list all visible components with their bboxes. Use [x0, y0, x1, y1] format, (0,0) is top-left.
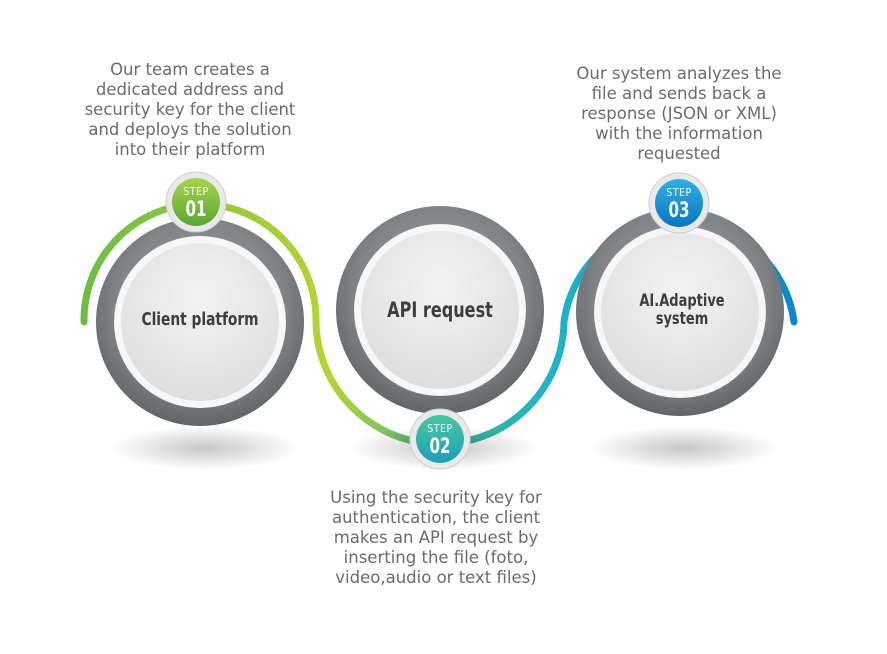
step-02-step-label: STEP — [427, 423, 453, 435]
step-02-title: API request — [387, 298, 493, 322]
step-03-step-label: STEP — [666, 187, 692, 199]
step-01-badge-shape — [165, 171, 227, 233]
step-03-badge-shape — [648, 172, 710, 234]
step-01-title: Client platform — [141, 309, 259, 330]
step-03-number: 03 — [668, 198, 690, 222]
api-request-circle — [336, 206, 544, 470]
step-02-badge-shape — [409, 408, 471, 470]
step-01-number: 01 — [185, 197, 207, 221]
step-03-badge: STEP 03 — [649, 173, 709, 233]
step-02-badge: STEP 02 — [410, 409, 470, 469]
step-03-title: AI.Adaptive system — [639, 291, 725, 329]
step-01-step-label: STEP — [183, 186, 209, 198]
step-01-badge: STEP 01 — [166, 172, 226, 232]
adaptive-system-circle — [576, 208, 784, 470]
step-02-description: Using the security key for authenticatio… — [330, 488, 542, 587]
client-platform-circle — [96, 218, 304, 470]
step-02-number: 02 — [429, 434, 451, 458]
step-01-description: Our team creates a dedicated address and… — [84, 60, 296, 159]
step-03-description: Our system analyzes the file and sends b… — [576, 64, 782, 163]
